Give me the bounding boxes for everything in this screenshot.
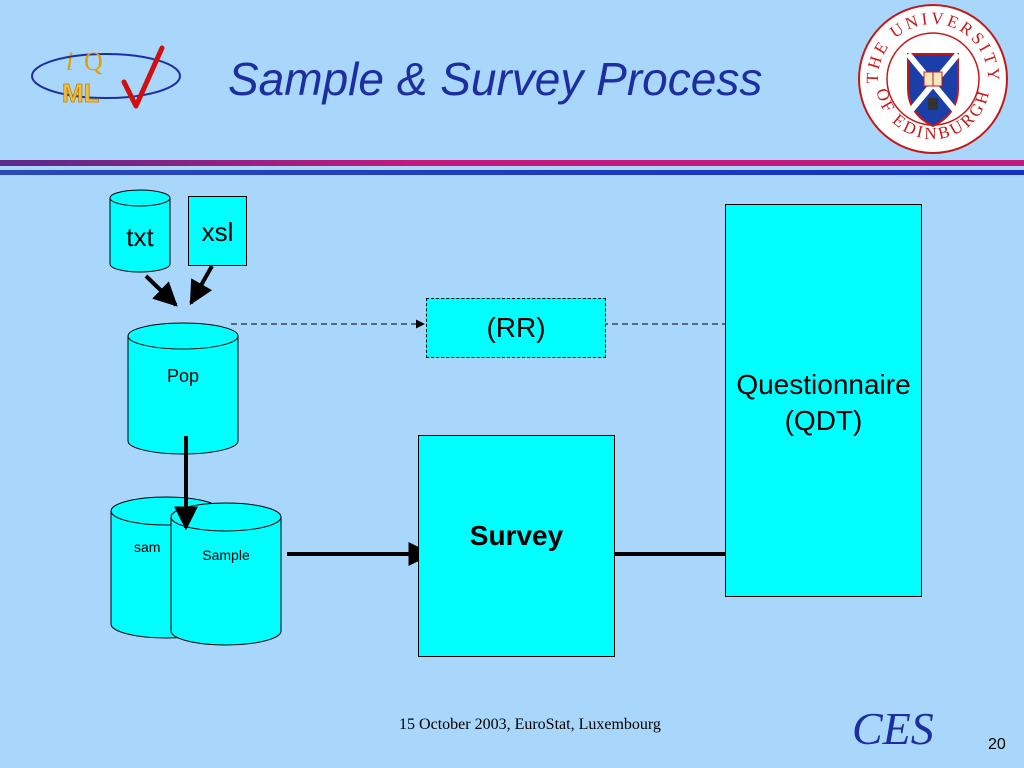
iqml-logo-i: i [66, 47, 73, 76]
header-divider-blue [0, 170, 1024, 175]
ces-logo-text: CES [852, 703, 934, 754]
iqml-logo-q: Q [84, 47, 103, 76]
slide-title: Sample & Survey Process [228, 53, 763, 105]
survey-box: Survey [418, 435, 615, 657]
sample-back-label: sam [134, 539, 161, 555]
iqml-logo-ml: ML [62, 78, 100, 108]
pop-cylinder [127, 322, 239, 455]
pop-label: Pop [166, 366, 200, 386]
survey-label: Survey [469, 520, 564, 551]
sample-front-label: Sample [202, 547, 250, 563]
checkmark-icon [121, 45, 165, 109]
sample-cylinder-front [170, 502, 282, 646]
questionnaire-box: Questionnaire (QDT) [725, 204, 922, 597]
iqml-logo: i Q ML [31, 45, 181, 109]
arrow-xsl-to-pop [189, 265, 214, 306]
xsl-box: xsl [188, 196, 247, 266]
questionnaire-label-line1: Questionnaire [736, 369, 911, 400]
xsl-label: xsl [201, 217, 234, 247]
footer-text: 15 October 2003, EuroStat, Luxembourg [399, 716, 661, 733]
questionnaire-label-line2: (QDT) [784, 405, 863, 436]
txt-cylinder [109, 189, 171, 273]
page-number: 20 [988, 736, 1006, 753]
txt-label: txt [126, 222, 154, 252]
rr-box: (RR) [426, 298, 606, 358]
arrow-txt-to-pop [144, 274, 178, 307]
header-divider-red [0, 160, 1024, 166]
university-crest-logo: THE UNIVERSITY OF EDINBURGH [858, 4, 1008, 154]
rr-label: (RR) [486, 312, 546, 343]
shield-icon [905, 52, 961, 128]
